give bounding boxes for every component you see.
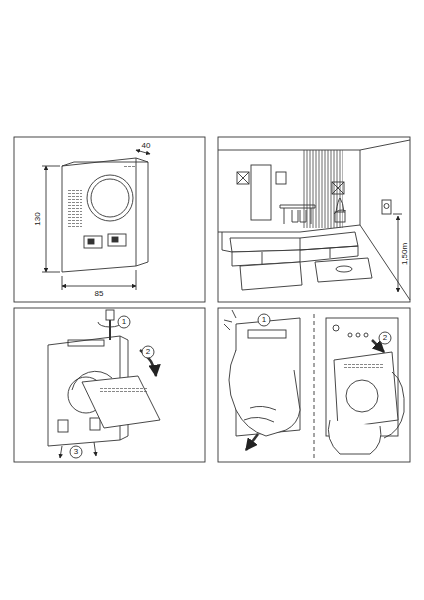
line-art — [328, 420, 381, 454]
dimension-width: 85 — [94, 290, 105, 298]
thermostat-mounting — [224, 310, 404, 458]
line-art — [106, 310, 114, 320]
line-art — [46, 166, 47, 272]
dimension-depth: 40 — [141, 142, 152, 150]
line-art — [292, 210, 306, 222]
line-art — [218, 137, 410, 302]
panel-frame — [14, 137, 410, 462]
line-art — [300, 232, 358, 250]
line-art — [218, 225, 410, 300]
line-art — [70, 446, 82, 458]
line-art — [333, 325, 339, 331]
line-art — [360, 150, 361, 225]
line-art — [332, 182, 344, 194]
line-art — [136, 270, 137, 290]
line-art — [303, 150, 343, 228]
callout-number: 3 — [74, 448, 78, 456]
line-art — [314, 314, 315, 458]
line-art — [62, 286, 136, 287]
room-scene — [218, 140, 410, 300]
line-art — [356, 333, 360, 337]
line-art — [62, 158, 136, 272]
callout-number: 1 — [262, 316, 266, 324]
line-art — [344, 362, 384, 368]
line-art — [14, 137, 410, 462]
line-art — [68, 190, 82, 228]
line-art — [334, 352, 398, 428]
line-art — [82, 376, 160, 428]
line-art — [222, 232, 232, 252]
line-art — [251, 165, 271, 220]
line-art — [315, 258, 372, 282]
line-art — [248, 330, 286, 338]
line-art — [398, 216, 399, 292]
line-art — [393, 214, 402, 215]
line-art — [335, 212, 345, 222]
line-art — [88, 239, 94, 244]
mounting-height: 1,50m — [401, 242, 409, 266]
line-art — [62, 162, 148, 166]
line-art — [108, 234, 126, 246]
line-art — [218, 308, 410, 462]
callout-number: 2 — [383, 334, 387, 342]
callout-number: 2 — [146, 348, 150, 356]
callout-number: 1 — [122, 318, 126, 326]
line-art — [100, 388, 148, 394]
line-art — [326, 318, 398, 436]
line-art — [332, 182, 344, 194]
line-art — [246, 434, 258, 450]
line-art — [62, 276, 63, 290]
line-art — [276, 172, 286, 184]
thermostat-dimensioned — [42, 150, 150, 290]
line-art — [112, 237, 118, 242]
line-art — [364, 333, 368, 337]
line-art — [142, 346, 154, 358]
line-art — [229, 350, 300, 436]
line-art — [346, 380, 378, 412]
line-art — [58, 420, 68, 432]
line-art — [280, 205, 315, 224]
line-art — [94, 442, 96, 456]
line-art — [14, 137, 205, 302]
line-art — [237, 172, 249, 184]
line-art — [224, 310, 236, 330]
line-art — [384, 204, 389, 209]
line-art — [42, 272, 60, 273]
line-art — [90, 418, 100, 430]
line-art — [60, 446, 62, 458]
line-art — [42, 166, 60, 167]
line-art — [123, 164, 135, 167]
line-art — [244, 406, 276, 422]
line-art — [240, 262, 302, 290]
line-art — [336, 266, 352, 272]
line-art — [14, 308, 205, 462]
dimension-height: 130 — [34, 211, 42, 226]
line-art — [384, 372, 404, 438]
line-art — [91, 179, 129, 217]
line-art — [84, 236, 102, 248]
line-art — [218, 140, 410, 150]
line-art — [382, 200, 391, 214]
line-art — [136, 158, 148, 266]
line-art — [87, 175, 133, 221]
line-art — [379, 332, 391, 344]
line-art — [348, 333, 352, 337]
line-art — [118, 316, 130, 328]
line-art — [258, 314, 270, 326]
thermostat-opening — [48, 310, 160, 458]
line-art — [237, 172, 249, 184]
line-art — [68, 340, 104, 346]
line-art — [136, 150, 150, 154]
